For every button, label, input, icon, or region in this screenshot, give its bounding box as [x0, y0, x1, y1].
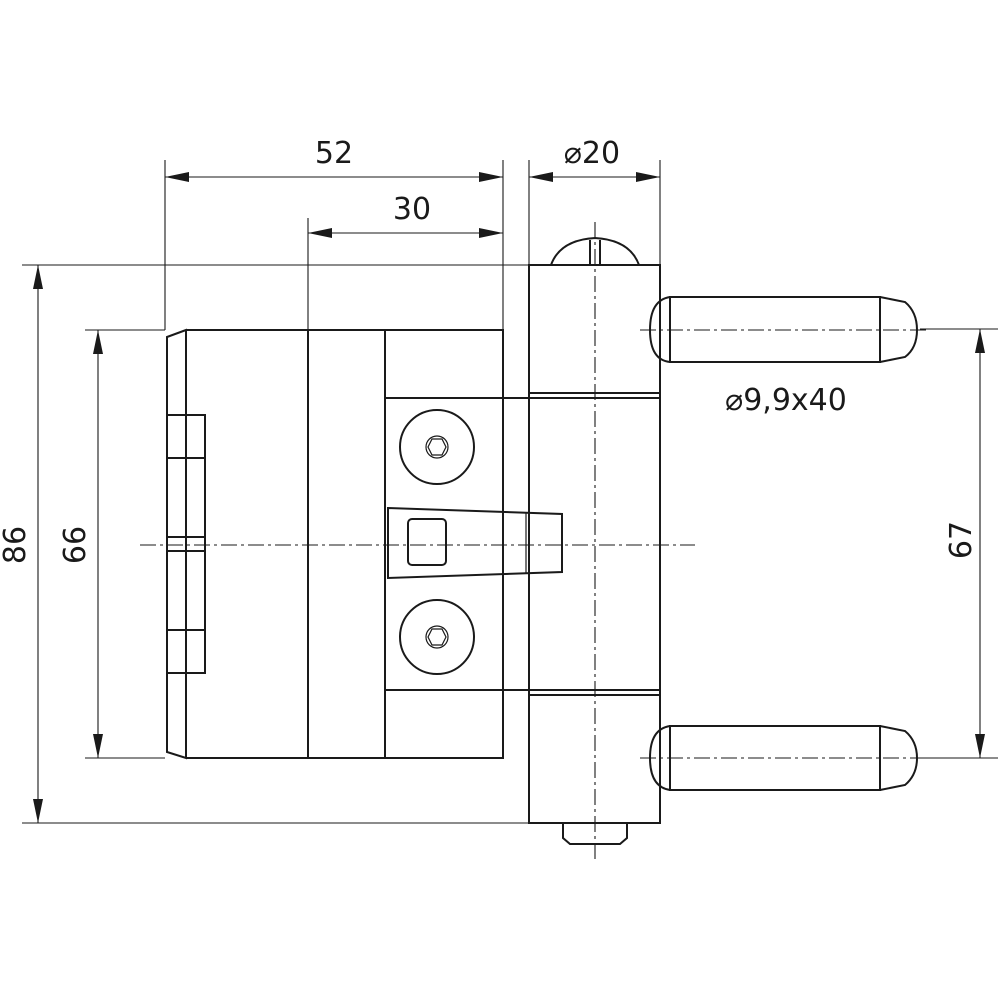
dimension-86: 86: [0, 265, 43, 823]
dim-label-52: 52: [315, 136, 353, 171]
dim-label-30: 30: [393, 192, 431, 227]
dimension-30: 30: [308, 192, 503, 238]
hex-socket-icon: [399, 599, 475, 675]
adjustment-tongue: [387, 506, 563, 580]
dimension-52: 52: [165, 136, 503, 182]
edge-knuckles: [166, 414, 206, 674]
dim-label-67: 67: [944, 521, 979, 559]
dim-label-86: 86: [0, 526, 33, 564]
extension-lines: [22, 160, 998, 824]
centre-lines: [140, 222, 930, 862]
dim-label-66: 66: [58, 526, 93, 564]
upper-screw: [399, 409, 475, 485]
dimension-diameter-20: ⌀20: [529, 136, 660, 182]
dimension-67: 67: [944, 329, 985, 758]
pin-label: ⌀9,9x40: [725, 383, 847, 418]
dim-label-diameter-20: ⌀20: [564, 136, 620, 171]
dimension-66: 66: [58, 330, 103, 758]
adjustment-plate: [384, 397, 530, 691]
hinge-frame-body: [166, 328, 504, 760]
